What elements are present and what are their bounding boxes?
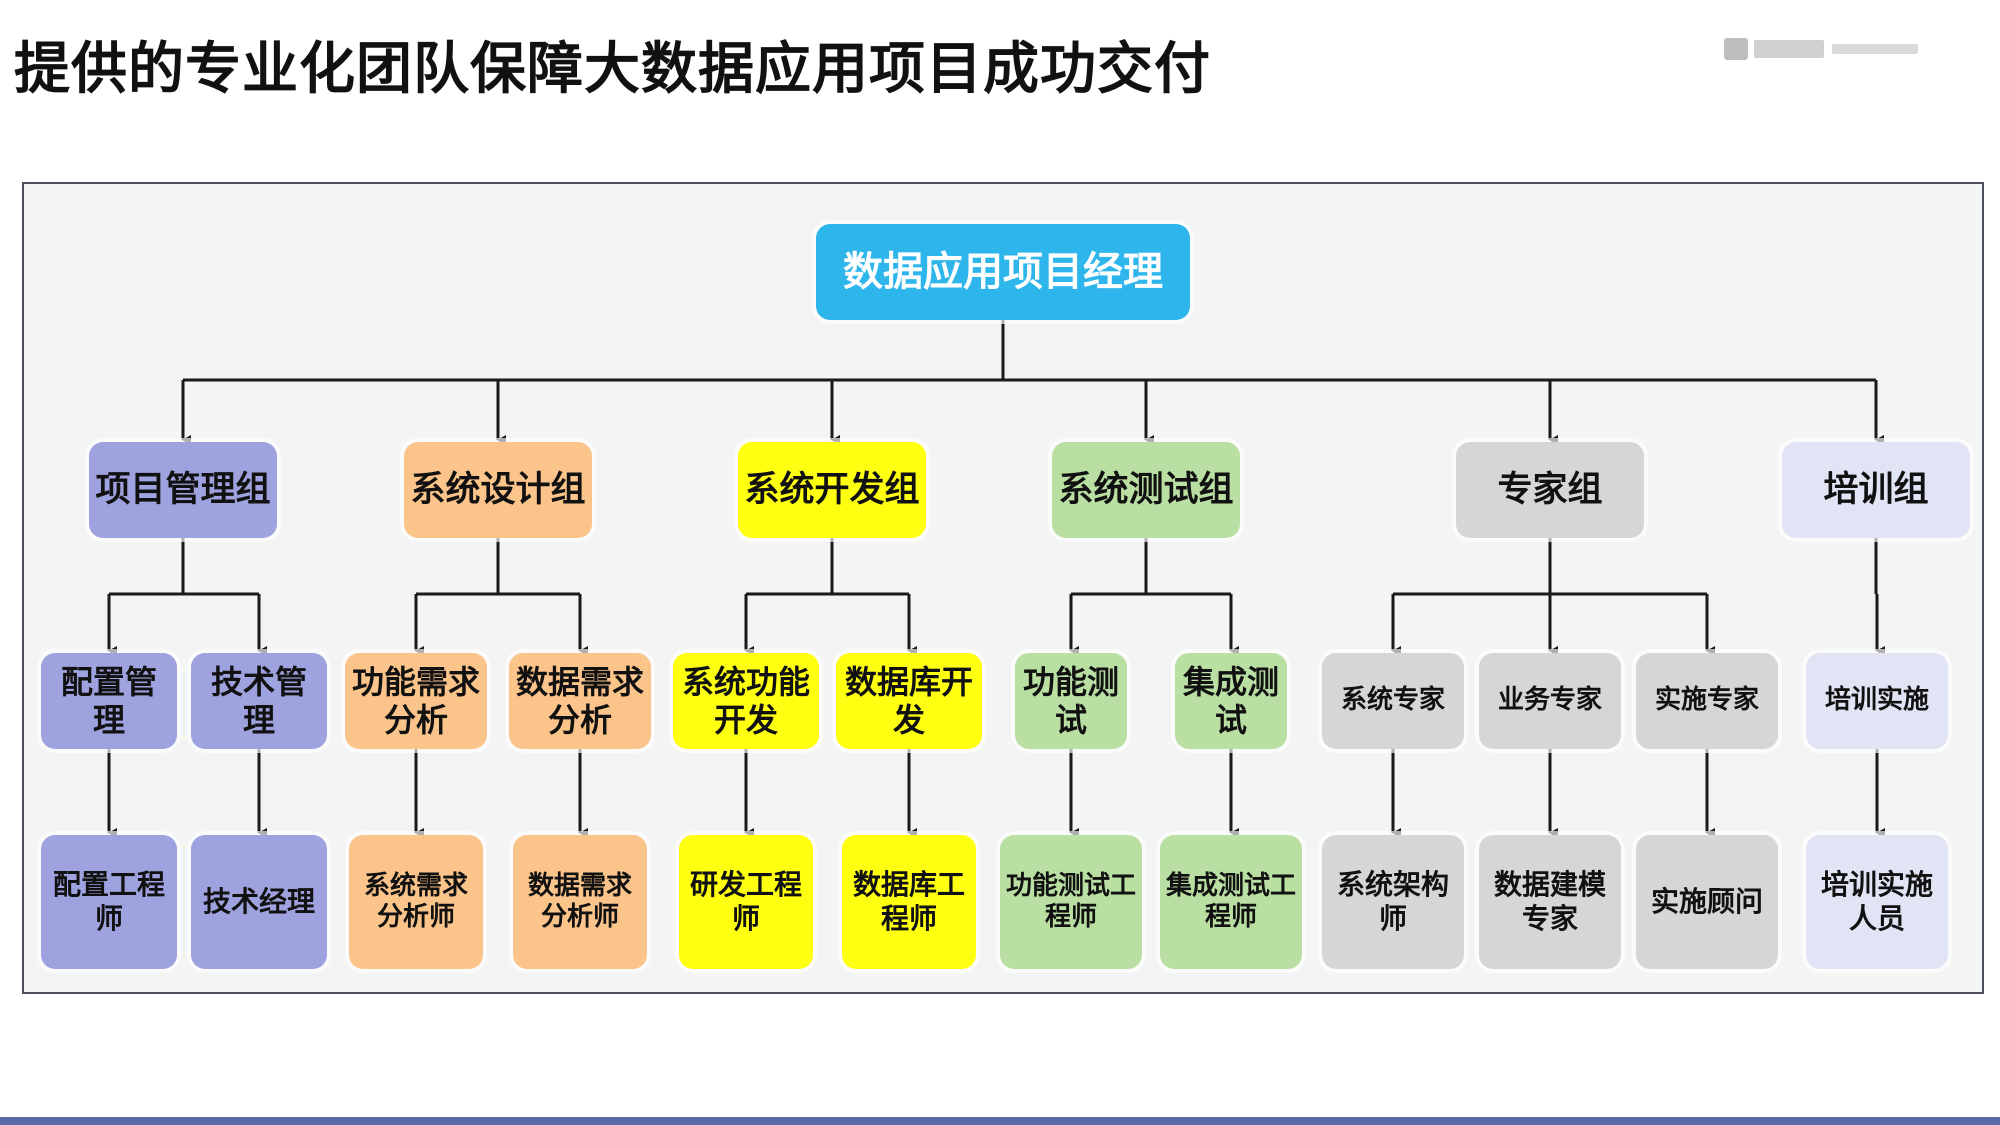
node-config-management: 配置管理 bbox=[41, 653, 177, 749]
node-tech-manager: 技术经理 bbox=[191, 835, 327, 969]
page-title: 提供的专业化团队保障大数据应用项目成功交付 bbox=[14, 37, 1211, 102]
node-functional-requirements-analysis: 功能需求分析 bbox=[345, 653, 487, 749]
node-database-development: 数据库开发 bbox=[836, 653, 982, 749]
node-database-engineer: 数据库工程师 bbox=[842, 835, 976, 969]
node-data-modeling-expert: 数据建模专家 bbox=[1479, 835, 1621, 969]
node-tech-management: 技术管理 bbox=[191, 653, 327, 749]
node-project-manager: 数据应用项目经理 bbox=[816, 224, 1190, 320]
node-system-test-group: 系统测试组 bbox=[1052, 442, 1240, 538]
node-data-requirements-analysis: 数据需求分析 bbox=[509, 653, 651, 749]
node-system-design-group: 系统设计组 bbox=[404, 442, 592, 538]
node-system-expert: 系统专家 bbox=[1322, 653, 1464, 749]
node-functional-testing: 功能测试 bbox=[1015, 653, 1127, 749]
node-config-engineer: 配置工程师 bbox=[41, 835, 177, 969]
node-training-implementation: 培训实施 bbox=[1806, 653, 1948, 749]
node-implementation-consultant: 实施顾问 bbox=[1636, 835, 1778, 969]
node-system-requirements-analyst: 系统需求分析师 bbox=[349, 835, 483, 969]
node-integration-test-engineer: 集成测试工程师 bbox=[1160, 835, 1302, 969]
brand-logo bbox=[1722, 32, 1922, 66]
node-implementation-expert: 实施专家 bbox=[1636, 653, 1778, 749]
node-system-function-development: 系统功能开发 bbox=[673, 653, 819, 749]
node-functional-test-engineer: 功能测试工程师 bbox=[1000, 835, 1142, 969]
node-business-expert: 业务专家 bbox=[1479, 653, 1621, 749]
brand-logo-icon bbox=[1724, 38, 1918, 60]
node-integration-testing: 集成测试 bbox=[1175, 653, 1287, 749]
node-training-group: 培训组 bbox=[1782, 442, 1970, 538]
bottom-accent-bar bbox=[0, 1117, 2000, 1125]
node-training-staff: 培训实施人员 bbox=[1806, 835, 1948, 969]
node-rd-engineer: 研发工程师 bbox=[679, 835, 813, 969]
node-data-requirements-analyst: 数据需求分析师 bbox=[513, 835, 647, 969]
node-expert-group: 专家组 bbox=[1456, 442, 1644, 538]
node-project-management-group: 项目管理组 bbox=[89, 442, 277, 538]
node-system-architect: 系统架构师 bbox=[1322, 835, 1464, 969]
node-system-development-group: 系统开发组 bbox=[738, 442, 926, 538]
